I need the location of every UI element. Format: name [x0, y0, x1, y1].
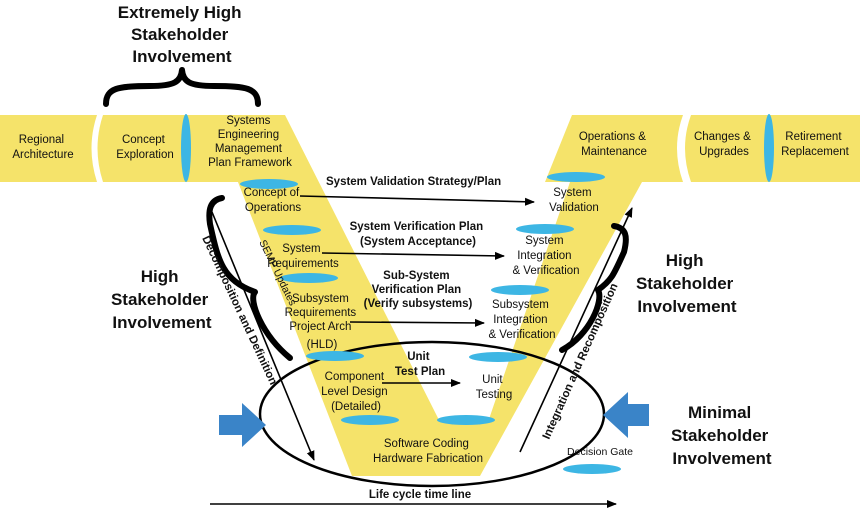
band-operations-maintenance — [545, 115, 683, 182]
integration-arrow — [519, 207, 633, 453]
system-validation-label: System Validation — [549, 187, 599, 214]
operations-maintenance-label: Operations & Maintenance — [579, 131, 649, 158]
decision-gate-label: Decision Gate — [567, 446, 633, 458]
validation-strategy-label: System Validation Strategy/Plan — [326, 176, 501, 188]
concept-exploration-label: Concept Exploration — [116, 134, 174, 161]
validation-arrow — [299, 195, 535, 206]
extremely-high-label: Extremely High Stakeholder Involvement — [118, 3, 247, 66]
decomposition-arrow — [211, 211, 315, 461]
left-brace — [206, 195, 293, 361]
gate-component — [341, 415, 399, 425]
gate-subint — [491, 285, 549, 295]
gate-validation — [547, 172, 605, 182]
high-right-label: High Stakeholder Involvement — [636, 251, 738, 316]
concept-of-operations-label: Concept of Operations — [244, 187, 303, 214]
gate-conops — [240, 179, 298, 189]
subsystem-arrow — [349, 318, 485, 327]
gate-unit — [469, 352, 527, 362]
right-brace — [559, 223, 629, 353]
gate-hld — [306, 351, 364, 361]
subsystem-requirements-label: Subsystem Requirements Project Arch (HLD… — [285, 293, 360, 351]
unit-testing-label: Unit Testing — [476, 374, 512, 401]
software-coding-label: Software Coding Hardware Fabrication — [373, 438, 483, 465]
subsystem-plan-label: Sub-System Verification Plan (Verify sub… — [364, 270, 473, 310]
plan-arrows — [299, 195, 535, 387]
subsystem-integration-label: Subsystem Integration & Verification — [488, 299, 555, 341]
minimal-involvement-ellipse — [258, 340, 606, 488]
gate-sysint — [516, 224, 574, 234]
retirement-replacement-label: Retirement Replacement — [781, 131, 850, 158]
gate-sysreq — [263, 225, 321, 235]
unit-test-plan-label: Unit Test Plan — [395, 351, 445, 378]
right-blue-arrow — [603, 392, 649, 438]
decision-gates — [181, 114, 774, 474]
verification-plan-label: System Verification Plan (System Accepta… — [350, 221, 487, 248]
gate-coding — [437, 415, 495, 425]
band-regional-architecture — [0, 115, 97, 182]
gate-decision — [563, 464, 621, 474]
gate-changes — [764, 114, 774, 182]
timeline-label: Life cycle time line — [369, 489, 471, 501]
system-requirements-label: System Requirements — [267, 243, 339, 270]
minimal-label: Minimal Stakeholder Involvement — [671, 403, 773, 468]
gate-subreq — [280, 273, 338, 283]
semp-framework-label: Systems Engineering Management Plan Fram… — [208, 115, 292, 169]
v-shape — [212, 115, 642, 476]
component-design-label: Component Level Design (Detailed) — [321, 371, 391, 413]
regional-architecture-label: Regional Architecture — [12, 134, 73, 161]
top-brace — [103, 67, 261, 107]
left-blue-arrow — [219, 403, 266, 447]
system-integration-label: System Integration & Verification — [512, 235, 579, 277]
verification-arrow — [321, 251, 505, 260]
gate-concept — [181, 114, 191, 182]
changes-upgrades-label: Changes & Upgrades — [694, 131, 754, 158]
high-left-label: High Stakeholder Involvement — [111, 267, 213, 332]
